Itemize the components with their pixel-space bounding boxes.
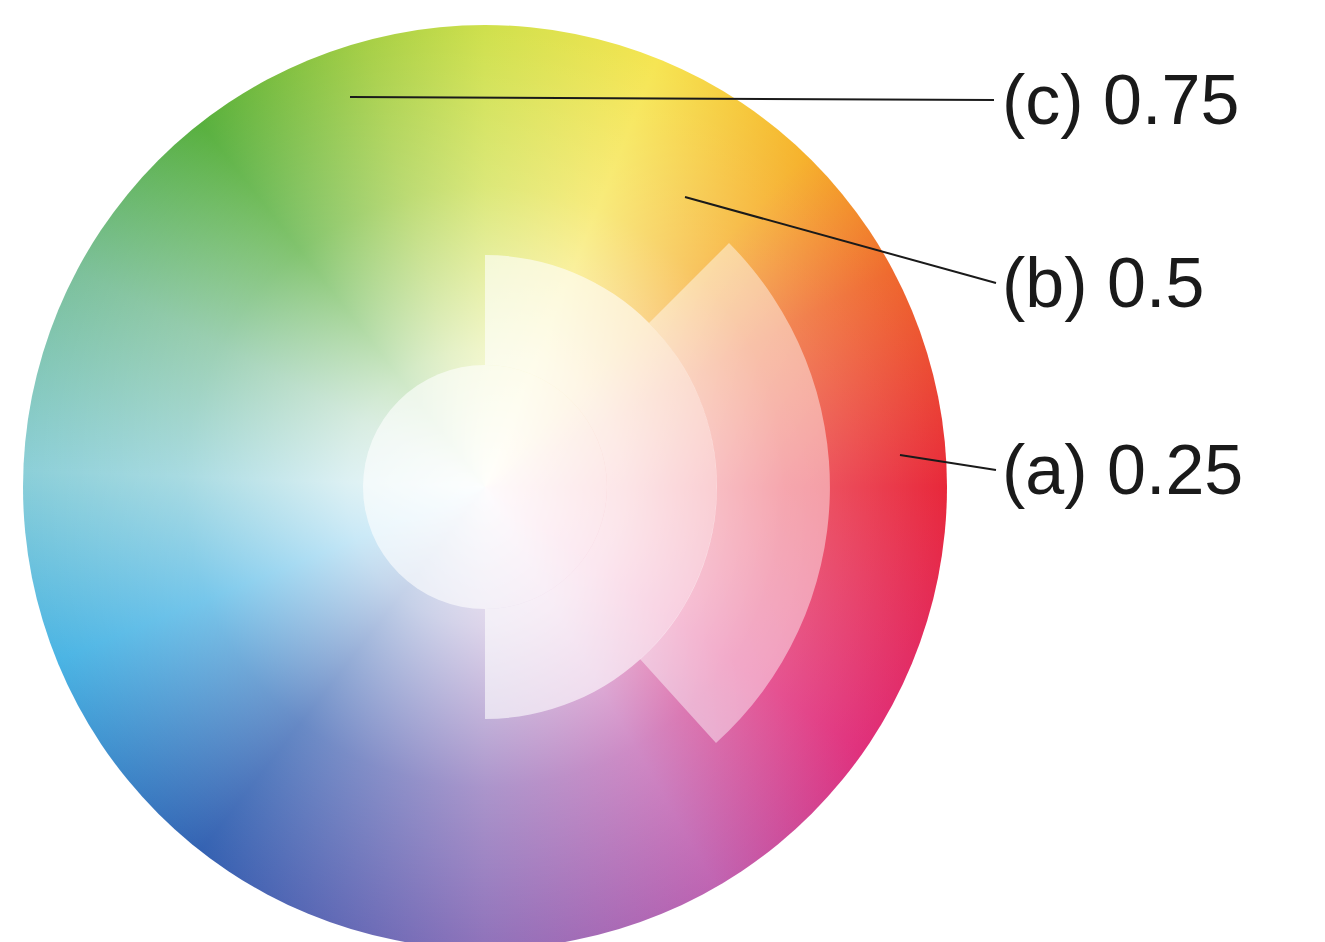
leader-line (350, 97, 994, 100)
saturation-fade (23, 25, 947, 942)
value-label: (b) 0.5 (1000, 245, 1206, 322)
leader-line (900, 455, 996, 470)
leader-line (685, 197, 996, 283)
value-label: (c) 0.75 (1000, 62, 1241, 139)
pink-band (640, 243, 830, 743)
value-label: (a) 0.25 (1000, 432, 1245, 509)
inner-disc (363, 365, 607, 609)
